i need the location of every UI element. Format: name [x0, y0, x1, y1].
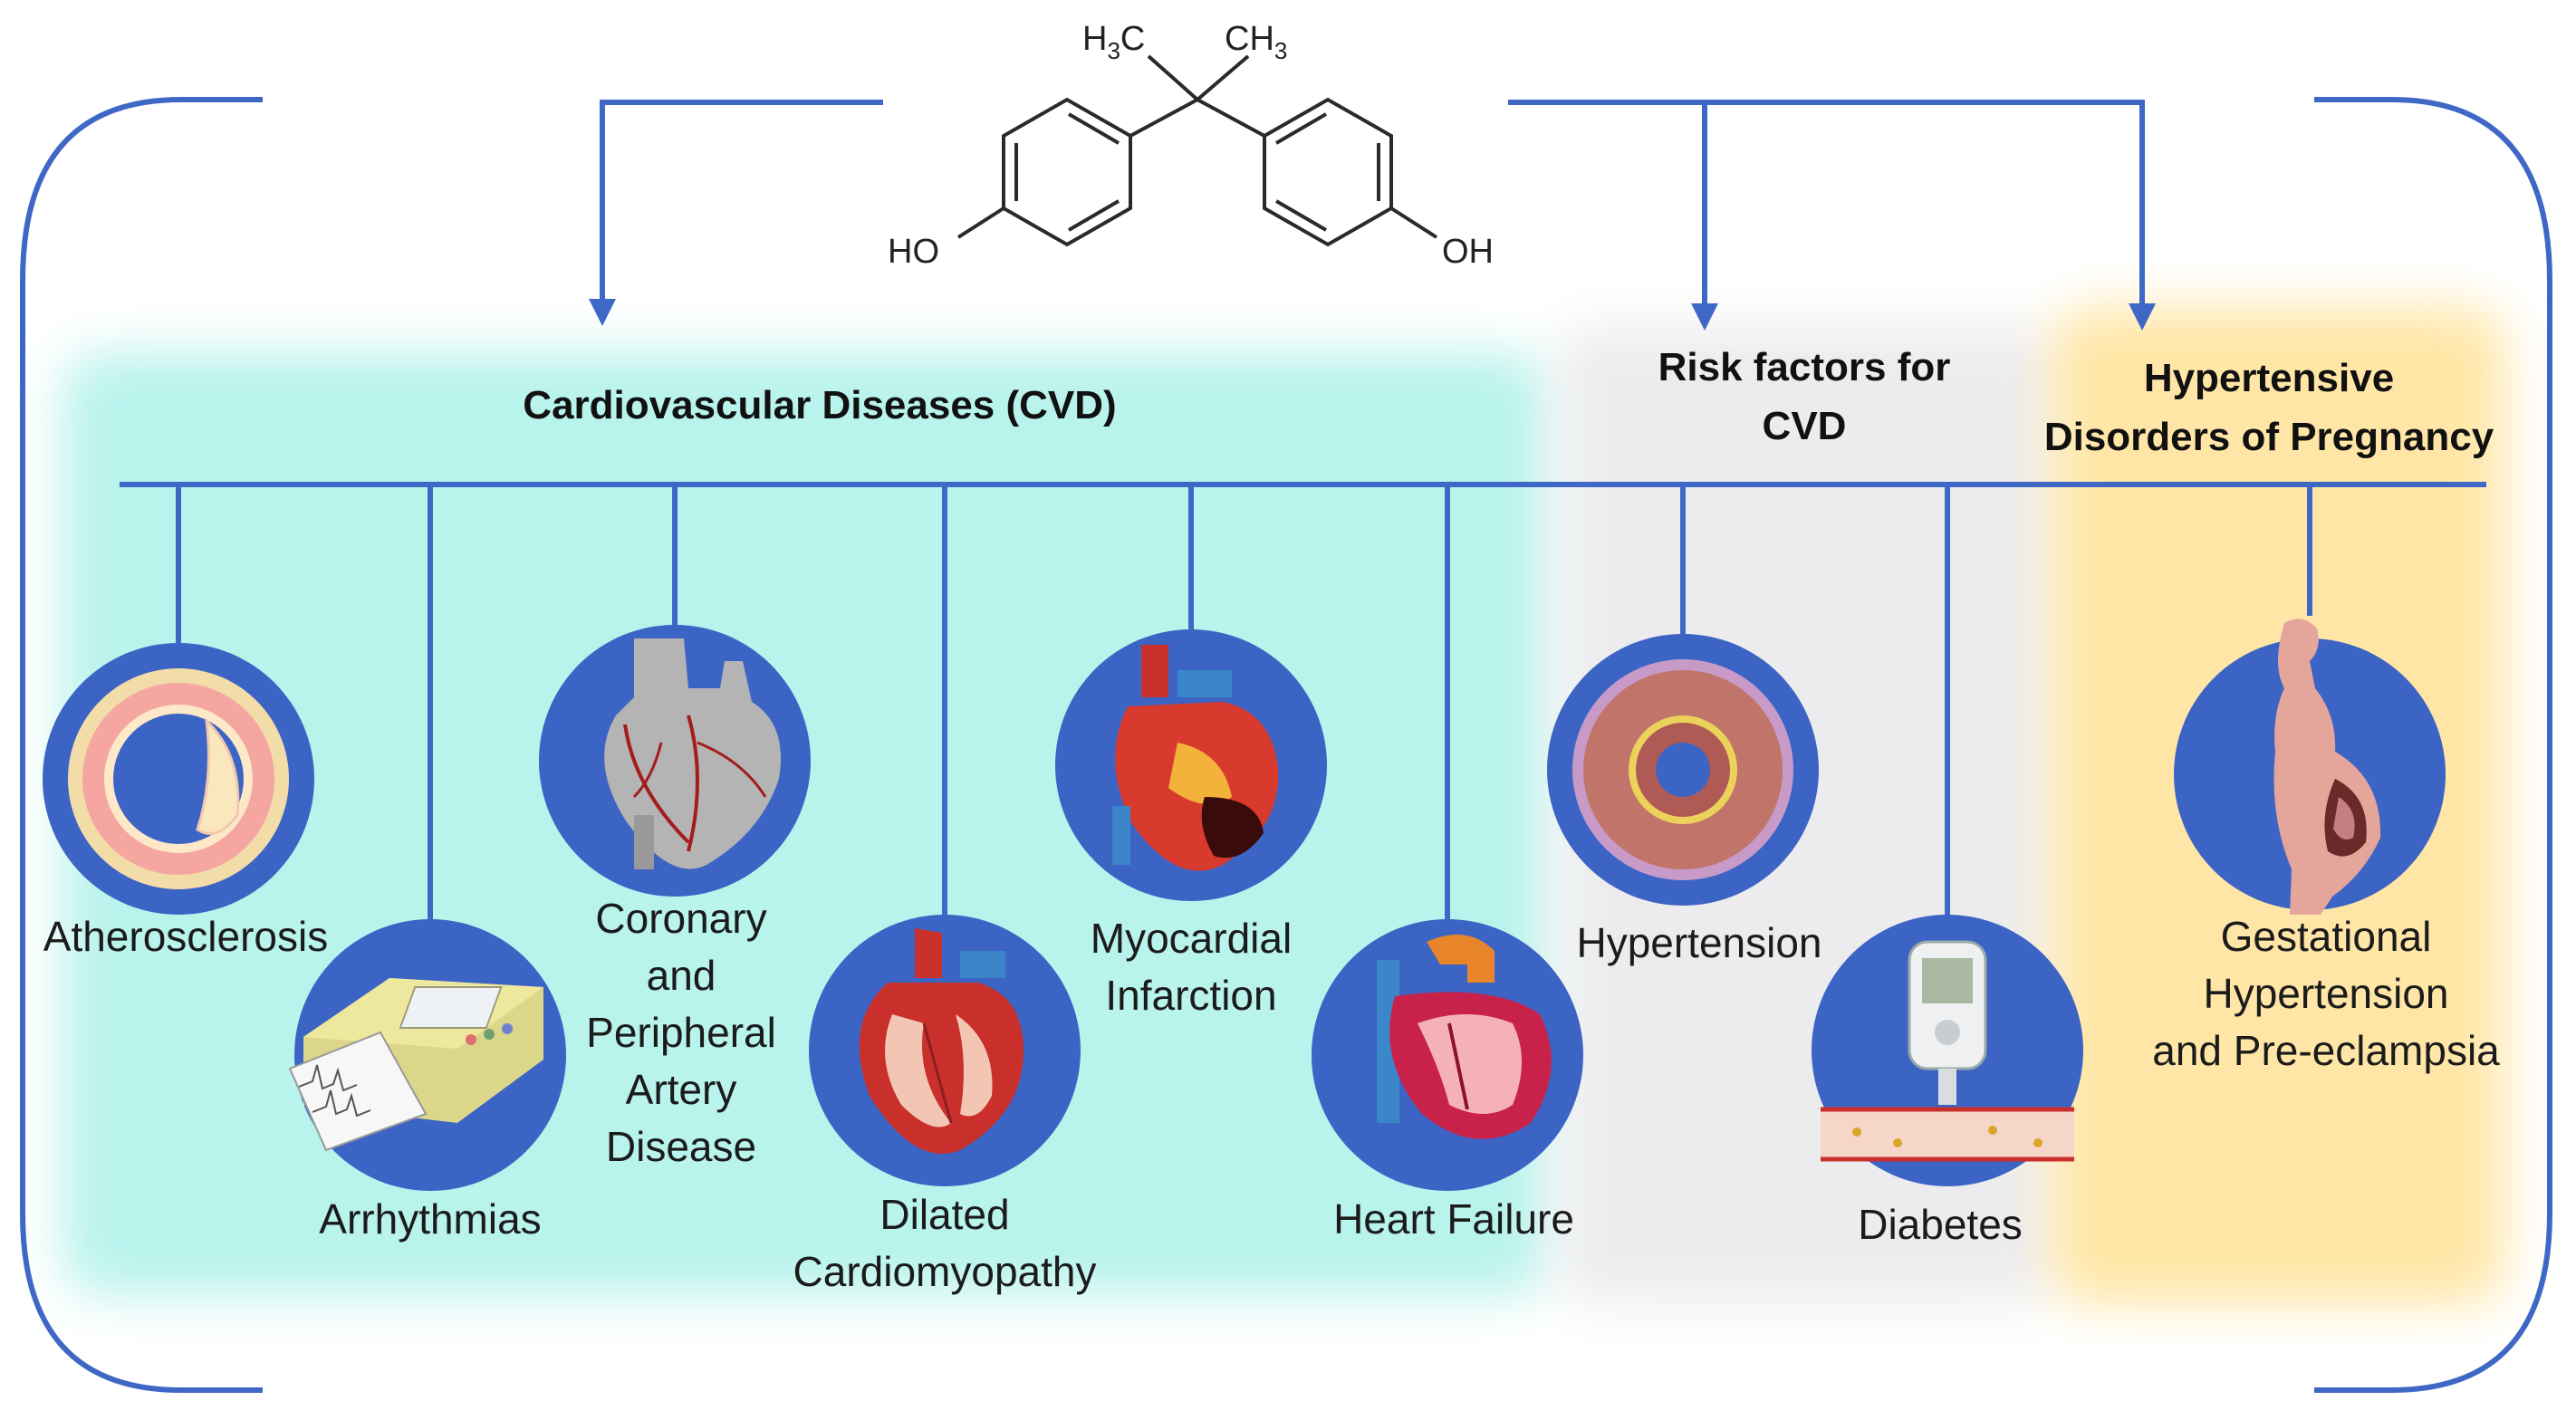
hdp-heading-line2: Disorders of Pregnancy — [2044, 415, 2494, 459]
coronary-label-line1: Coronary — [595, 895, 766, 942]
gestational-label-line2: Hypertension — [2203, 970, 2448, 1017]
molecule-labels: H3C CH3 HO OH — [888, 20, 1494, 271]
drop-lines — [176, 485, 2312, 942]
glucose-meter-icon — [1812, 915, 2083, 1186]
risk-factors-heading-line2: CVD — [1763, 404, 1847, 448]
heart-failure-label: Heart Failure — [1333, 1195, 1574, 1242]
gestational-label-line1: Gestational — [2221, 913, 2432, 960]
coronary-label-line4: Artery — [626, 1066, 737, 1113]
artery-cross-section-plaque-icon — [43, 643, 314, 915]
gestational-label-line3: and Pre-eclampsia — [2152, 1027, 2500, 1074]
bisphenol-a-structure — [956, 54, 1438, 247]
item-labels: Atherosclerosis Arrhythmias Coronary and… — [43, 895, 2500, 1295]
left-bracket — [20, 97, 263, 1393]
heart-coronary-arteries-icon — [539, 625, 811, 897]
arrhythmias-label: Arrhythmias — [319, 1195, 541, 1242]
atherosclerosis-label: Atherosclerosis — [43, 913, 328, 960]
myocardial-label-line1: Myocardial — [1091, 915, 1292, 962]
left-hydroxyl-label: HO — [888, 233, 939, 271]
coronary-label-line3: Peripheral — [586, 1009, 776, 1056]
heart-infarction-icon — [1055, 629, 1327, 901]
cvd-heading: Cardiovascular Diseases (CVD) — [523, 383, 1116, 427]
diabetes-label: Diabetes — [1858, 1201, 2023, 1248]
dilated-label-line2: Cardiomyopathy — [793, 1248, 1097, 1295]
right-bracket — [2314, 97, 2552, 1393]
arrow-to-risk-hdp — [1508, 100, 2156, 331]
risk-factors-heading-line1: Risk factors for — [1658, 345, 1951, 389]
pregnant-woman-icon — [2174, 619, 2446, 915]
heart-dilated-icon — [809, 915, 1081, 1186]
right-methyl-label: CH3 — [1225, 20, 1287, 64]
right-hydroxyl-label: OH — [1442, 233, 1494, 271]
arrow-to-cvd — [589, 100, 883, 326]
artery-thickened-wall-icon — [1547, 634, 1819, 906]
heart-failure-icon — [1312, 919, 1583, 1191]
hypertension-label: Hypertension — [1576, 919, 1821, 966]
dilated-label-line1: Dilated — [879, 1191, 1009, 1238]
myocardial-label-line2: Infarction — [1105, 972, 1276, 1019]
left-methyl-label: H3C — [1082, 20, 1145, 64]
coronary-label-line5: Disease — [606, 1123, 756, 1170]
hdp-heading-line1: Hypertensive — [2144, 356, 2394, 400]
coronary-label-line2: and — [647, 952, 716, 999]
ecg-machine-icon — [288, 919, 566, 1191]
